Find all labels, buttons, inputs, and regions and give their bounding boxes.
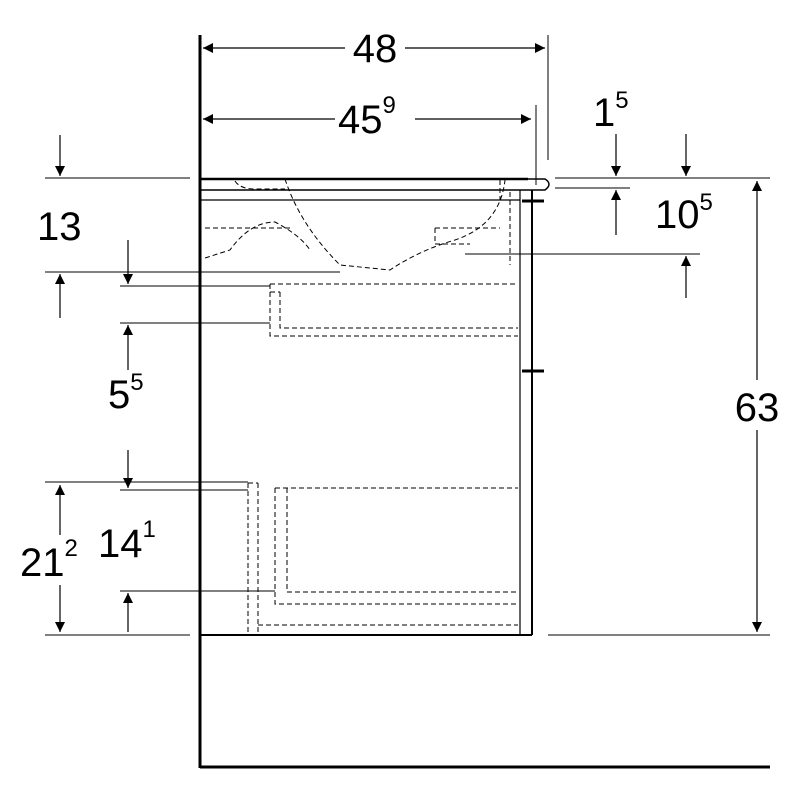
dim-total-height: 63 bbox=[735, 181, 780, 632]
dim-inner-width: 459 bbox=[203, 92, 531, 142]
dim-basin-depth-left: 13 bbox=[37, 135, 82, 318]
label-inner-width: 459 bbox=[338, 92, 396, 142]
dim-lower-drawer: 141 bbox=[98, 450, 156, 632]
countertop-front-lip bbox=[528, 178, 550, 191]
basin-hidden-lines bbox=[204, 178, 511, 271]
label-basin-depth-right: 105 bbox=[655, 189, 713, 237]
label-gap-upper: 55 bbox=[108, 369, 144, 417]
extension-lines bbox=[45, 35, 770, 636]
label-total-height: 63 bbox=[735, 386, 780, 430]
label-lower-drawer: 141 bbox=[98, 516, 156, 566]
upper-drawer-hidden-lines bbox=[269, 283, 518, 337]
lower-drawer-hidden-lines bbox=[247, 482, 518, 635]
dim-gap-upper: 55 bbox=[108, 240, 144, 417]
cabinet bbox=[200, 177, 550, 636]
dim-top-offset: 15 bbox=[593, 87, 629, 235]
label-overall-width: 48 bbox=[353, 27, 398, 71]
dim-lower-zone: 212 bbox=[20, 485, 78, 632]
label-basin-depth-left: 13 bbox=[37, 205, 82, 249]
label-lower-zone: 212 bbox=[20, 535, 78, 585]
label-top-offset: 15 bbox=[593, 87, 629, 135]
dim-overall-width: 48 bbox=[203, 27, 545, 71]
dim-basin-depth-right: 105 bbox=[655, 134, 713, 298]
